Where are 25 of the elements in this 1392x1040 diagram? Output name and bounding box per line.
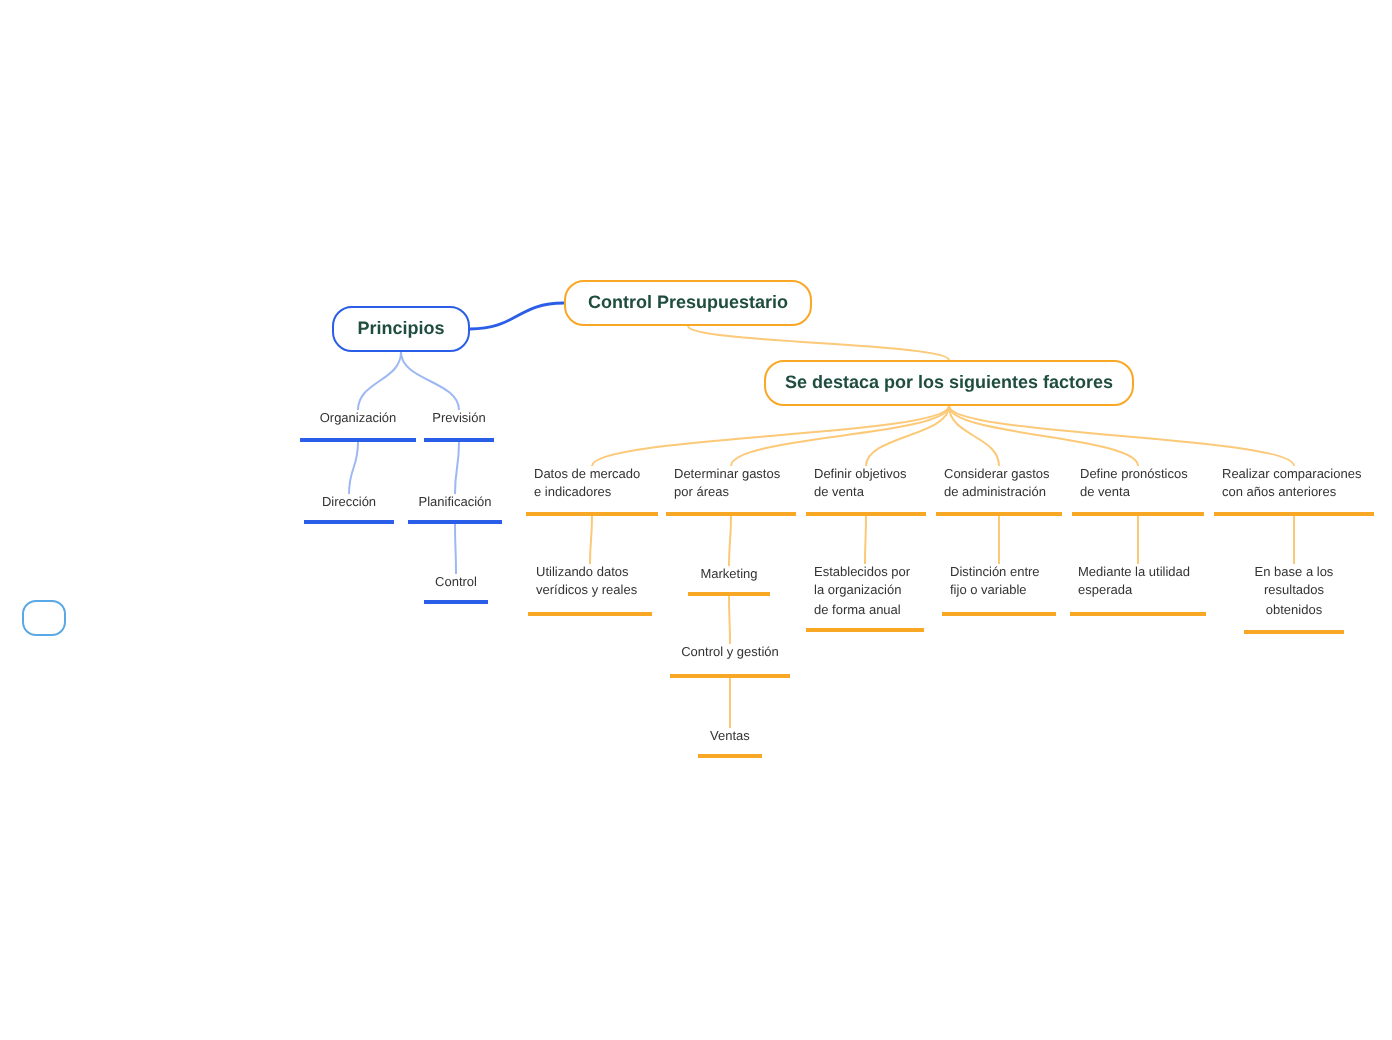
connector-line	[1137, 515, 1139, 565]
topic-pill: Principios	[332, 306, 470, 352]
connector-line	[998, 515, 1000, 565]
connector-line	[1293, 515, 1295, 565]
connector-line	[728, 515, 732, 567]
topic-pill: Se destaca por los siguientes factores	[764, 360, 1134, 406]
connector-line	[454, 441, 460, 495]
connector-line	[730, 405, 950, 467]
connector-line	[589, 515, 593, 565]
connector-line	[864, 515, 867, 565]
topic-pill: Control Presupuestario	[564, 280, 812, 326]
connector-line	[948, 405, 1000, 467]
connector-line	[728, 595, 731, 645]
connector-line	[591, 405, 950, 467]
connector-line	[865, 405, 950, 467]
connector-line	[357, 351, 402, 411]
connector-line	[469, 301, 565, 331]
connector-line	[948, 405, 1295, 467]
connector-line	[454, 523, 457, 575]
connector-line	[400, 351, 460, 411]
connector-line	[687, 325, 950, 361]
connector-line	[348, 441, 359, 495]
connector-line	[729, 677, 731, 729]
empty-rounded-box	[22, 600, 66, 636]
connector-line	[948, 405, 1139, 467]
